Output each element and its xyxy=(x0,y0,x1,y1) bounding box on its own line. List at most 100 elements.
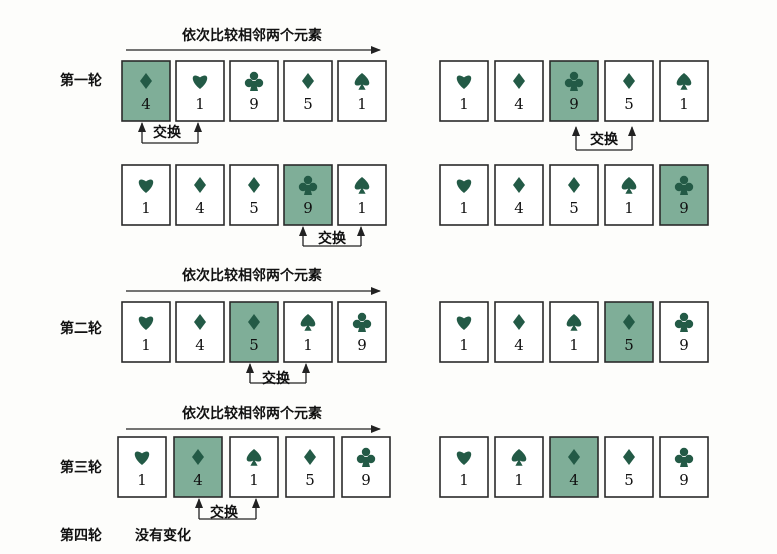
playing-card: 1 xyxy=(604,164,654,226)
card-face xyxy=(283,301,333,363)
heart-icon xyxy=(456,316,472,330)
playing-card: 9 xyxy=(341,436,391,498)
card-value: 1 xyxy=(624,199,634,217)
diamond-icon xyxy=(623,73,635,89)
card-value: 1 xyxy=(459,336,469,354)
card-face xyxy=(549,164,599,226)
heart-icon xyxy=(138,316,154,330)
club-icon xyxy=(674,175,694,195)
playing-card: 5 xyxy=(549,164,599,226)
playing-card: 9 xyxy=(283,164,333,226)
club-icon xyxy=(674,312,694,332)
card-face-highlighted xyxy=(121,60,171,122)
card-face xyxy=(285,436,335,498)
playing-card: 1 xyxy=(439,164,489,226)
card-value: 5 xyxy=(569,199,579,217)
card-value: 9 xyxy=(679,471,689,489)
card-value: 1 xyxy=(141,336,151,354)
spade-icon xyxy=(621,177,637,194)
playing-card: 1 xyxy=(283,301,333,363)
playing-card: 9 xyxy=(659,164,709,226)
card-value: 4 xyxy=(514,336,524,354)
card-value: 1 xyxy=(303,336,313,354)
card-value: 1 xyxy=(195,95,205,113)
heart-icon xyxy=(456,451,472,465)
card-value: 5 xyxy=(249,199,259,217)
diamond-icon xyxy=(568,449,580,465)
club-icon xyxy=(244,71,264,91)
round1-label: 第一轮 xyxy=(60,73,102,89)
playing-card: 5 xyxy=(604,301,654,363)
playing-card: 5 xyxy=(604,60,654,122)
card-face xyxy=(549,301,599,363)
card-value: 1 xyxy=(459,199,469,217)
playing-card: 1 xyxy=(549,301,599,363)
swap-label-3: 交换 xyxy=(318,231,346,247)
spade-icon xyxy=(354,73,370,90)
playing-card: 1 xyxy=(439,436,489,498)
club-icon xyxy=(356,447,376,467)
club-icon xyxy=(298,175,318,195)
playing-card: 1 xyxy=(439,301,489,363)
card-face xyxy=(229,164,279,226)
card-value: 1 xyxy=(569,336,579,354)
card-face-highlighted xyxy=(283,164,333,226)
round3-label: 第三轮 xyxy=(60,460,102,476)
swap-label-4: 交换 xyxy=(262,371,290,387)
card-value: 4 xyxy=(514,199,524,217)
playing-card: 9 xyxy=(549,60,599,122)
playing-card: 1 xyxy=(337,164,387,226)
diamond-icon xyxy=(192,449,204,465)
card-face xyxy=(337,164,387,226)
no-change-note: 没有变化 xyxy=(135,528,191,544)
diamond-icon xyxy=(248,314,260,330)
club-icon xyxy=(564,71,584,91)
header-round3: 依次比较相邻两个元素 xyxy=(182,406,322,422)
card-face xyxy=(117,436,167,498)
card-face xyxy=(229,60,279,122)
card-value: 4 xyxy=(141,95,151,113)
playing-card: 1 xyxy=(439,60,489,122)
playing-card: 4 xyxy=(173,436,223,498)
heart-icon xyxy=(138,179,154,193)
round4-label: 第四轮 xyxy=(60,528,102,544)
card-face xyxy=(659,436,709,498)
card-value: 5 xyxy=(624,95,634,113)
spade-icon xyxy=(354,177,370,194)
card-face xyxy=(604,164,654,226)
playing-card: 4 xyxy=(121,60,171,122)
card-face xyxy=(229,436,279,498)
header-round2: 依次比较相邻两个元素 xyxy=(182,268,322,284)
card-face xyxy=(175,164,225,226)
diamond-icon xyxy=(623,449,635,465)
playing-card: 1 xyxy=(229,436,279,498)
playing-card: 5 xyxy=(283,60,333,122)
playing-card: 9 xyxy=(659,436,709,498)
card-face xyxy=(121,164,171,226)
playing-card: 1 xyxy=(175,60,225,122)
card-value: 1 xyxy=(357,95,367,113)
diamond-icon xyxy=(568,177,580,193)
card-face-highlighted xyxy=(549,436,599,498)
card-face xyxy=(439,164,489,226)
arrows-layer xyxy=(126,46,636,520)
playing-card: 5 xyxy=(229,164,279,226)
card-value: 1 xyxy=(249,471,259,489)
card-value: 5 xyxy=(624,336,634,354)
card-value: 1 xyxy=(141,199,151,217)
card-face xyxy=(659,60,709,122)
diamond-icon xyxy=(513,177,525,193)
card-value: 4 xyxy=(195,199,205,217)
card-value: 9 xyxy=(569,95,579,113)
playing-card: 4 xyxy=(175,164,225,226)
card-face xyxy=(175,60,225,122)
card-face xyxy=(175,301,225,363)
card-face-highlighted xyxy=(173,436,223,498)
header-round1: 依次比较相邻两个元素 xyxy=(182,28,322,44)
card-value: 9 xyxy=(249,95,259,113)
playing-card: 4 xyxy=(494,60,544,122)
heart-icon xyxy=(134,451,150,465)
card-face xyxy=(494,60,544,122)
card-value: 5 xyxy=(303,95,313,113)
